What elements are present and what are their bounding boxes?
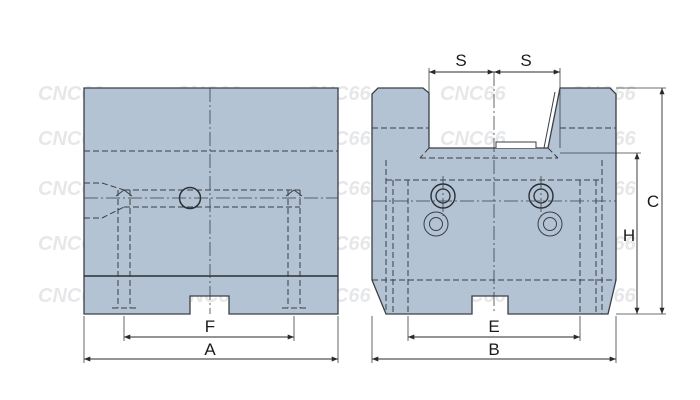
- bolt-head-left: [115, 189, 133, 197]
- watermark-text: CNC66: [440, 128, 506, 150]
- slot-insert: [495, 141, 537, 148]
- dimension-label-B: B: [488, 340, 499, 359]
- side-view-extension-lines: [371, 68, 666, 363]
- slot-edge-left: [543, 91, 556, 149]
- dimension-label-E: E: [488, 317, 499, 336]
- front-view: F A: [83, 87, 339, 363]
- side-view: S S E B H C: [371, 51, 666, 363]
- front-view-hidden-lines: [84, 150, 338, 315]
- side-view-hidden-lines: [372, 127, 616, 314]
- side-view-centerlines: [372, 72, 616, 314]
- bolt-head-right: [285, 189, 303, 197]
- front-view-centerlines: [84, 88, 338, 314]
- dimension-label-F: F: [205, 317, 215, 336]
- dimension-label-S-right: S: [520, 51, 531, 70]
- watermark-text: CNC66: [440, 83, 506, 105]
- dimension-label-C: C: [647, 192, 659, 211]
- dimension-label-S-left: S: [455, 51, 466, 70]
- dimension-label-A: A: [204, 340, 216, 359]
- dimension-label-H: H: [623, 226, 635, 245]
- front-view-body: [83, 87, 339, 315]
